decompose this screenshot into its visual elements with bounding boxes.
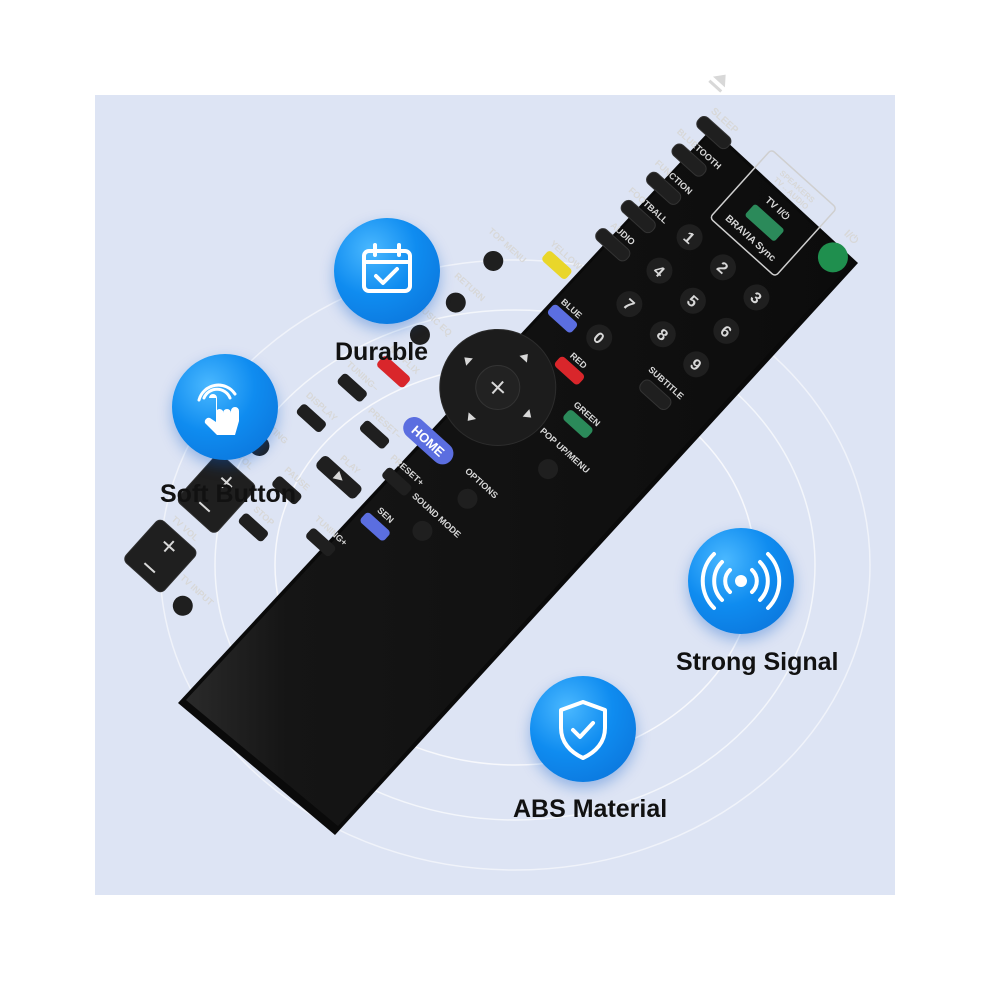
preset-plus-button[interactable] <box>381 466 413 497</box>
pop-up-menu-button[interactable] <box>534 455 562 483</box>
enter-icon <box>491 380 505 395</box>
subtitle-button[interactable] <box>637 378 673 412</box>
hand-tap-icon <box>197 383 239 435</box>
pause-button[interactable] <box>271 475 303 506</box>
bluetooth-button[interactable] <box>670 141 709 178</box>
football-button[interactable] <box>619 198 658 235</box>
soft-button-label: Soft Button <box>160 480 297 508</box>
tv-vol-plus-minus-icon <box>143 540 175 574</box>
abs-material-badge <box>530 676 636 782</box>
sleep-button[interactable] <box>694 114 733 151</box>
audio-button[interactable] <box>593 226 632 263</box>
play-icon <box>332 470 343 481</box>
netflix-button[interactable] <box>375 354 411 388</box>
strong-signal-label: Strong Signal <box>676 648 839 676</box>
bravia-sync-box <box>710 150 836 276</box>
return-button[interactable] <box>442 288 470 316</box>
calendar-check-icon <box>362 243 412 293</box>
digit-button[interactable] <box>738 279 775 316</box>
number-pad: 1 2 3 4 5 6 7 8 9 0 <box>581 219 775 383</box>
digit-button[interactable] <box>581 319 618 356</box>
digit-button[interactable] <box>641 252 678 289</box>
power-button[interactable] <box>812 236 854 278</box>
display-button[interactable] <box>295 403 327 434</box>
function-button[interactable] <box>644 170 683 207</box>
green-button[interactable] <box>562 408 594 439</box>
stop-button[interactable] <box>237 512 269 543</box>
preset-minus-button[interactable] <box>358 419 390 450</box>
yellow-button[interactable] <box>541 250 573 281</box>
options-button[interactable] <box>453 485 481 513</box>
tv-power-button[interactable] <box>744 203 784 242</box>
durable-label: Durable <box>335 338 429 366</box>
shield-check-icon <box>559 700 607 760</box>
home-button[interactable] <box>399 412 458 468</box>
top-menu-button[interactable] <box>479 247 507 275</box>
durable-badge <box>334 218 440 324</box>
strong-signal-badge <box>688 528 794 634</box>
sen-button[interactable] <box>359 511 391 542</box>
digit-button[interactable] <box>675 282 712 319</box>
abs-material-label: ABS Material <box>513 795 668 823</box>
vol-plus-minus-icon <box>198 476 233 513</box>
vol-rocker[interactable] <box>176 452 257 534</box>
tuning-minus-button[interactable] <box>336 372 368 403</box>
tuning-plus-button[interactable] <box>304 527 336 558</box>
red-button[interactable] <box>553 355 585 386</box>
digit-button[interactable] <box>644 316 681 353</box>
power-label: I/⏻ <box>841 227 861 247</box>
tv-vol-rocker[interactable] <box>122 518 198 594</box>
blue-button[interactable] <box>546 303 578 334</box>
music-eq-button[interactable] <box>406 321 434 349</box>
digit-button[interactable] <box>611 286 648 323</box>
digit-button[interactable] <box>678 346 715 383</box>
sound-mode-button[interactable] <box>408 517 436 545</box>
signal-waves-icon <box>700 552 782 610</box>
tv-input-button[interactable] <box>169 592 197 620</box>
eject-icon[interactable] <box>708 69 731 93</box>
digit-button[interactable] <box>708 313 745 350</box>
soft-button-badge <box>172 354 278 460</box>
digit-button[interactable] <box>671 219 708 256</box>
digit-button[interactable] <box>705 249 742 286</box>
